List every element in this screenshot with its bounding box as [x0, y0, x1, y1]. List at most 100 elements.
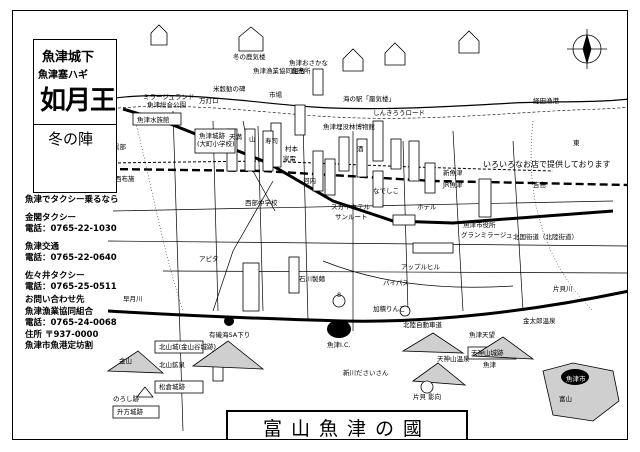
label-kitayama2: 北山鉱泉 [159, 360, 186, 369]
contact-org: 魚津漁業協同組合 [25, 306, 94, 317]
contact-tel: 電話：0765-24-0068 [25, 318, 117, 328]
railway-jr [107, 167, 627, 187]
title-line4: 冬の陣 [48, 130, 94, 148]
map-frame: 冬の鹿気楼 米穀勧の碑 ミラージュランド 魚津総合公園 万灯ロ 魚津水族館 魚津… [12, 10, 628, 440]
label-mirage-park: 魚津総合公園 [147, 100, 186, 109]
contact-addr1: 住所 〒937-0000 [25, 329, 99, 340]
label-hokuriku: 北国街道（北陸街道） [513, 232, 578, 241]
label-apple-hill: アップルヒル [401, 263, 441, 271]
landmark-glyphs [136, 24, 480, 398]
shoreline-road [107, 106, 627, 119]
taxi-info: 魚津でタクシー乗るなら 金閣タクシー 電話：0765-22-1030 魚津交通 … [25, 195, 119, 294]
label-tenman: 天満 [229, 133, 243, 141]
label-nochi: のろし跡 [113, 394, 140, 403]
label-kaganami: 河内 [303, 176, 316, 185]
label-tsurigo: 魚津埋没林博物館 [323, 122, 376, 131]
label-jr-uozu: JR魚津 [442, 180, 463, 189]
label-katakai: 片貝 影向 [413, 392, 441, 401]
label-kanaeda: 加積りんご [373, 304, 406, 313]
label-ichiba: 市場 [269, 90, 283, 99]
label-kintaichi2: 魚津天望 [469, 330, 496, 339]
label-kitayama: 北山城(金山谷城跡) [159, 342, 216, 351]
label-mirage-land: ミラージュランド [143, 93, 194, 101]
label-hayatsuki: 早月川 [123, 295, 143, 303]
label-uozu-station: 新魚津 [443, 168, 463, 177]
label-shokata: 升方城跡 [117, 407, 144, 416]
label-yama: 山 [249, 134, 256, 143]
label-arisoi-sa: 有磯海SA下り [209, 330, 250, 339]
mountains [106, 332, 535, 386]
label-pref: 魚津 [483, 360, 497, 369]
label-niikawa: 新川ださいさん [343, 368, 389, 377]
label-ishikawa: 石川製麺 [299, 274, 326, 283]
label-granmiraju: グランミラージュ [461, 230, 512, 239]
taxi1-name: 金閣タクシー [25, 212, 77, 223]
taxi3-tel: 電話：0765-25-0511 [25, 282, 117, 292]
taxi3-name: 佐々井タクシー [25, 270, 85, 281]
label-uozu-city: 魚津市 [566, 374, 586, 383]
label-muramoto: 村本 [285, 144, 299, 153]
label-fuyu-no-ichi: 冬の鹿気楼 [233, 52, 266, 61]
taxi2-tel: 電話：0765-22-0640 [25, 253, 117, 263]
label-shoubai: 魚津漁業協同組合 [253, 66, 306, 75]
label-bypass: バイパス [383, 279, 409, 287]
label-shinkiro-road: しんきろうロード [373, 109, 425, 117]
label-kaiketsu: 8 [337, 291, 341, 299]
contact-addr2: 魚津市魚港定坊割 [25, 341, 94, 351]
town-blocks [112, 68, 517, 419]
label-tenjinyama2: 天神山城跡 [471, 348, 504, 357]
label-hokuriku-exp: 北陸自動車道 [403, 320, 443, 329]
road-grid [107, 110, 627, 432]
label-ketsuzen: 経田漁港 [533, 96, 560, 105]
taxi-heading: 魚津でタクシー乗るなら [25, 195, 119, 205]
map-canvas: 冬の鹿気楼 米穀勧の碑 ミラージュランド 魚津総合公園 万灯ロ 魚津水族館 魚津… [106, 24, 627, 432]
label-okami: 魚津おさかな [289, 58, 329, 67]
shop-note: いろいろなお店で提供しております [483, 160, 611, 169]
label-kintaichi: 金太郎温泉 [523, 316, 556, 325]
label-nishi: 東 [573, 138, 580, 147]
label-jinja: 寿司 [265, 136, 278, 145]
label-sanroto: サンルート [335, 213, 368, 221]
label-tenjinyama: 天神山温泉 [437, 354, 470, 363]
title-line2: 魚津塞ハギ [38, 70, 88, 81]
bottom-title: 富山魚津の國 [226, 410, 468, 439]
contact-heading: お問い合わせ先 [25, 295, 85, 305]
label-tomi: 富山 [559, 394, 572, 403]
coastline [107, 94, 627, 110]
label-shiroyama: 魚津城跡 [199, 131, 226, 140]
label-sky-hotel: スカイホテル [331, 203, 371, 211]
title-line1: 魚津城下 [42, 50, 95, 65]
label-umi-eki: 海の駅「蜃気楼」 [343, 94, 395, 103]
taxi1-tel: 電話：0765-22-1030 [25, 224, 117, 234]
label-yonekami: 米穀勧の碑 [213, 84, 246, 93]
label-kurobe: 黒部 [113, 142, 127, 151]
label-kaden: 家電 [283, 154, 297, 163]
label-kaiwa: 片貝川 [553, 284, 573, 293]
label-apita: アピタ [199, 254, 219, 263]
contact-info: お問い合わせ先 魚津漁業協同組合 電話：0765-24-0068 住所 〒937… [25, 295, 117, 353]
taxi2-name: 魚津交通 [25, 241, 60, 252]
label-tunnel: なでしこ [373, 187, 399, 195]
label-uozu-ic: 魚津I.C. [327, 340, 351, 349]
label-shiroyama2: (大町小学校) [197, 139, 235, 148]
label-uozu-suizokukan: 魚津水族館 [137, 115, 170, 124]
label-jinzu: ホテル [417, 203, 437, 211]
uozu-ic-marker [327, 320, 351, 338]
railway-local [107, 160, 554, 172]
title-divider [34, 124, 116, 125]
title-box: 魚津城下 魚津塞ハギ 如月王 冬の陣 [33, 39, 117, 193]
label-rte-yoshi: 吉島 [533, 180, 547, 189]
label-okami2: 直売所 [291, 66, 311, 75]
title-line3: 如月王 [40, 86, 116, 116]
label-nishichu: 西部中学校 [245, 198, 278, 207]
arisoi-sa-marker [224, 316, 234, 326]
inset-map [542, 362, 620, 422]
river-hayatsuki [132, 110, 184, 312]
compass-icon [567, 29, 607, 69]
label-nishino: 西布施 [115, 174, 135, 183]
label-mandoko: 万灯ロ [199, 96, 219, 105]
label-shiyakusho: 魚津市役所 [463, 220, 496, 229]
label-matsukura: 松倉城跡 [159, 382, 186, 391]
label-kanayama: 金山 [119, 356, 132, 365]
label-sakana: 酒 [357, 145, 364, 153]
